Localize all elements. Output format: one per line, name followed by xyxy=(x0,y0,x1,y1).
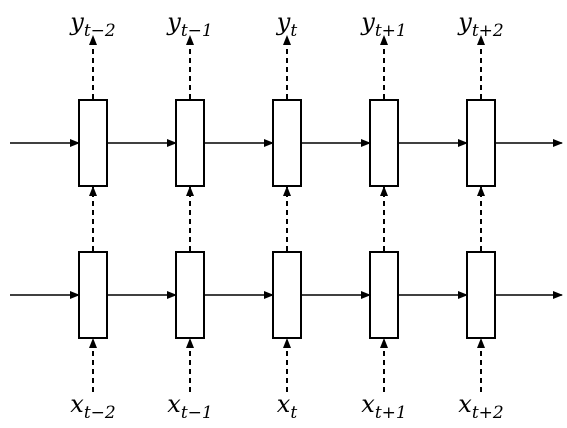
output-label-0: yt−2 xyxy=(69,8,115,41)
input-label-0: xt−2 xyxy=(70,390,115,423)
diagram-cells xyxy=(78,99,496,339)
input-label-4: xt+2 xyxy=(458,390,503,423)
rnn-cell-layer1-1 xyxy=(175,99,205,187)
rnn-cell-layer1-0 xyxy=(78,99,108,187)
input-label-2: xt xyxy=(277,390,298,423)
rnn-cell-layer1-2 xyxy=(272,99,302,187)
output-label-3: yt+1 xyxy=(360,8,406,41)
diagram-edges xyxy=(10,35,563,392)
rnn-cell-layer2-4 xyxy=(466,251,496,339)
output-label-1: yt−1 xyxy=(166,8,212,41)
input-label-1: xt−1 xyxy=(167,390,212,423)
rnn-cell-layer2-1 xyxy=(175,251,205,339)
rnn-cell-layer2-0 xyxy=(78,251,108,339)
rnn-cell-layer1-4 xyxy=(466,99,496,187)
rnn-cell-layer1-3 xyxy=(369,99,399,187)
output-label-2: yt xyxy=(276,8,298,41)
diagram-labels: yt−2 yt−1 yt yt+1 yt+2 xt−2 xt−1 xt xt+1 xt+2 xyxy=(69,8,503,423)
rnn-cell-layer2-2 xyxy=(272,251,302,339)
input-label-3: xt+1 xyxy=(361,390,406,423)
output-label-4: yt+2 xyxy=(457,8,503,41)
rnn-cell-layer2-3 xyxy=(369,251,399,339)
